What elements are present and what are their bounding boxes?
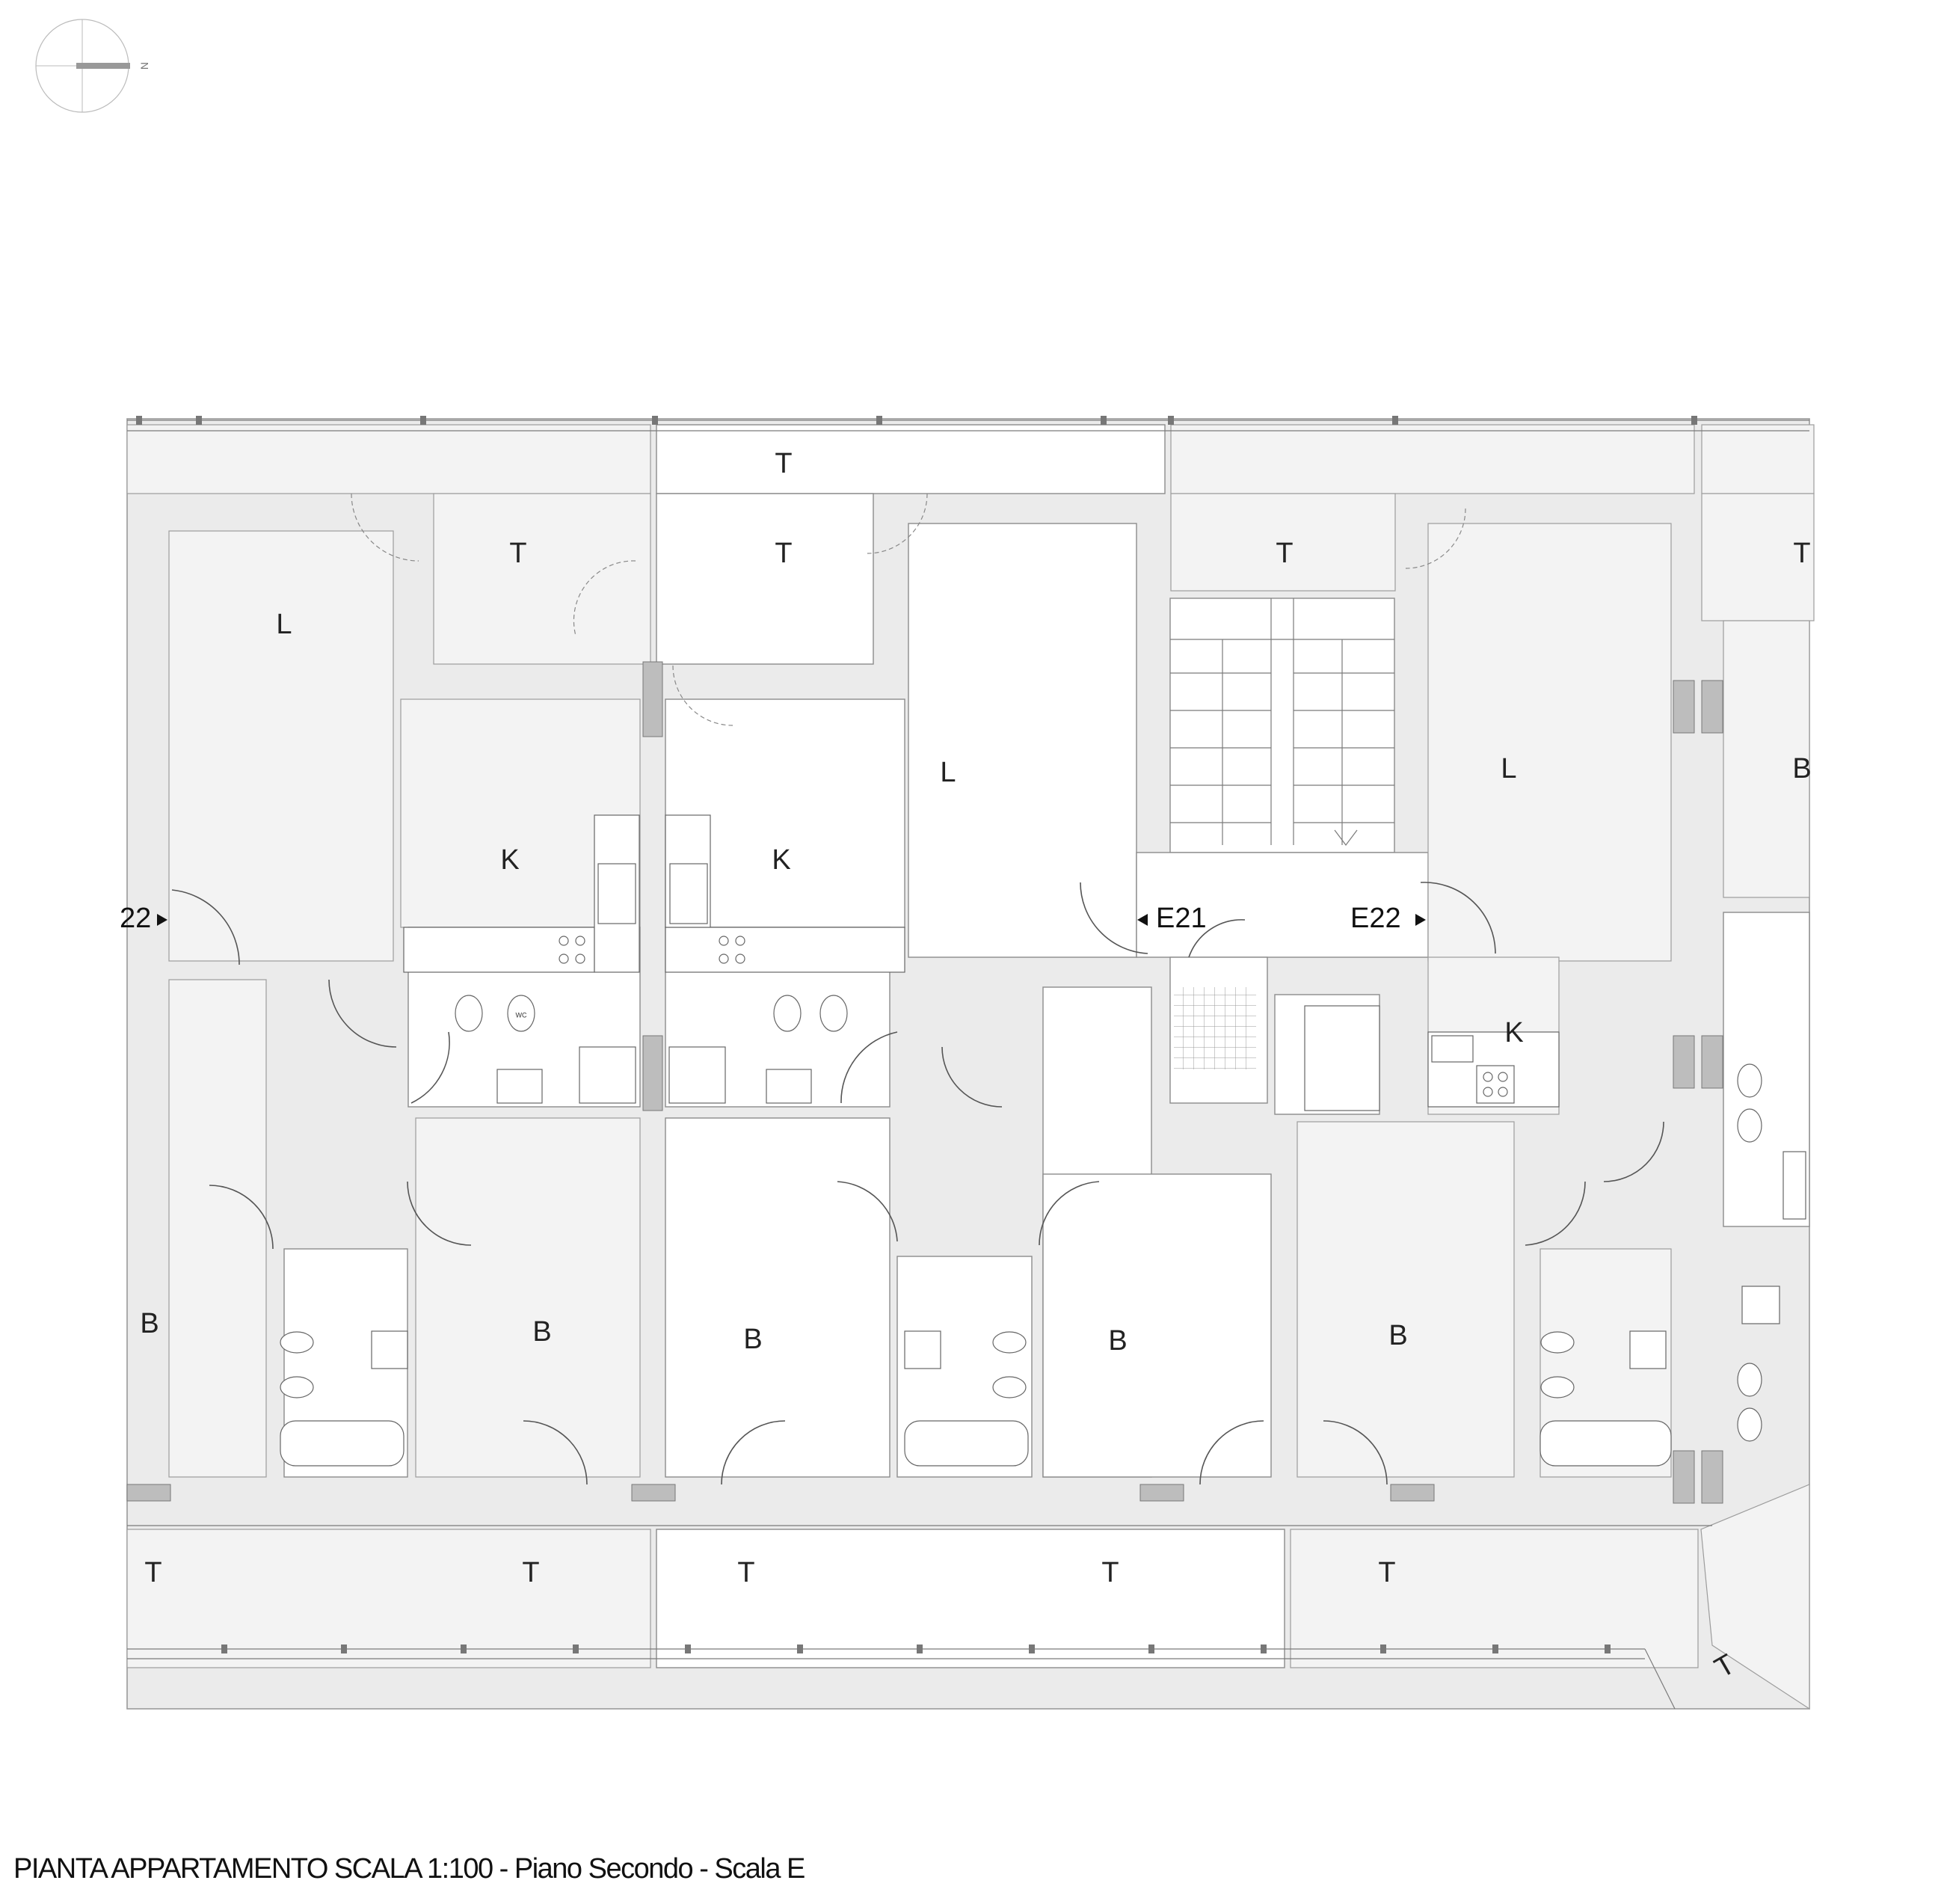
label-bedroom-b1: B: [532, 1316, 551, 1348]
label-terrace-bottom-5: T: [1378, 1557, 1395, 1588]
label-kitchen-a: K: [500, 844, 519, 876]
bedroom-a: [168, 979, 267, 1478]
north-label: N: [138, 62, 150, 70]
label-terrace-d1: T: [1793, 538, 1810, 569]
label-bedroom-c: B: [1108, 1325, 1127, 1357]
label-terrace-bottom-1: T: [144, 1557, 162, 1588]
label-bedroom-b2: B: [743, 1324, 762, 1355]
tile-grid: [1174, 987, 1256, 1069]
label-bedroom-a: B: [140, 1308, 159, 1339]
kitchen-fixtures: [403, 814, 1560, 1108]
lift-cabin: [1304, 1005, 1380, 1111]
arrow-left-icon: [1137, 914, 1148, 926]
label-terrace-b1: T: [775, 538, 792, 569]
terrace-top-e: [1701, 424, 1815, 494]
label-bedroom-d: B: [1388, 1320, 1407, 1351]
label-kitchen-b: K: [772, 844, 790, 876]
terrace-bottom-a: [126, 1529, 651, 1668]
label-living-d: L: [1501, 753, 1516, 784]
label-living-b: L: [940, 757, 956, 788]
terrace-c1: [1170, 493, 1396, 592]
bedroom-d: [1296, 1121, 1515, 1478]
living-d: [1427, 523, 1672, 962]
terrace-a1: [433, 493, 651, 665]
terrace-b1: [656, 493, 874, 665]
terrace-top-a: [126, 424, 651, 494]
terrace-top-d: [1170, 424, 1695, 494]
bedroom-c: [1042, 1173, 1272, 1478]
label-kitchen-d: K: [1504, 1017, 1523, 1048]
entrance-left-label: 22: [120, 903, 151, 934]
label-terrace-a1: T: [509, 538, 526, 569]
landing: [1136, 852, 1429, 958]
bedroom-e: [1723, 620, 1810, 898]
label-terrace-bottom-4: T: [1101, 1557, 1119, 1588]
bedroom-b1: [415, 1117, 641, 1478]
label-terrace-bottom-3: T: [737, 1557, 754, 1588]
bathroom-fixtures: WC: [280, 995, 1806, 1467]
north-arrow: N: [35, 19, 150, 113]
label-bedroom-e: B: [1792, 753, 1811, 784]
terrace-top-center: [656, 424, 1166, 494]
living-b: [908, 523, 1137, 958]
terrace-corner: [1700, 1484, 1810, 1710]
plan-caption: PIANTA APPARTAMENTO SCALA 1:100 - Piano …: [13, 1853, 805, 1885]
room-labels: T T T T T L L L K K K B B B B B B T T T …: [140, 448, 1811, 1684]
structural-columns: [126, 661, 1723, 1504]
label-living-a: L: [276, 609, 292, 640]
arrow-right-icon: [1415, 914, 1426, 926]
entrance-e21-label: E21: [1156, 903, 1207, 934]
terrace-d1: [1701, 493, 1815, 621]
label-terrace-c1: T: [1276, 538, 1293, 569]
entrance-e22-label: E22: [1350, 903, 1401, 934]
stair-core: [1169, 598, 1395, 853]
door-swings: [171, 493, 1664, 1485]
wc-label: WC: [516, 1011, 527, 1019]
bedroom-b2: [665, 1117, 891, 1478]
arrow-right-icon: [157, 914, 167, 926]
terrace-bottom-b: [656, 1529, 1285, 1668]
entrance-markers: 22 E21 E22: [120, 903, 1426, 934]
living-a: [168, 530, 394, 962]
label-terrace-top-center: T: [775, 448, 792, 479]
label-terrace-bottom-2: T: [522, 1557, 539, 1588]
